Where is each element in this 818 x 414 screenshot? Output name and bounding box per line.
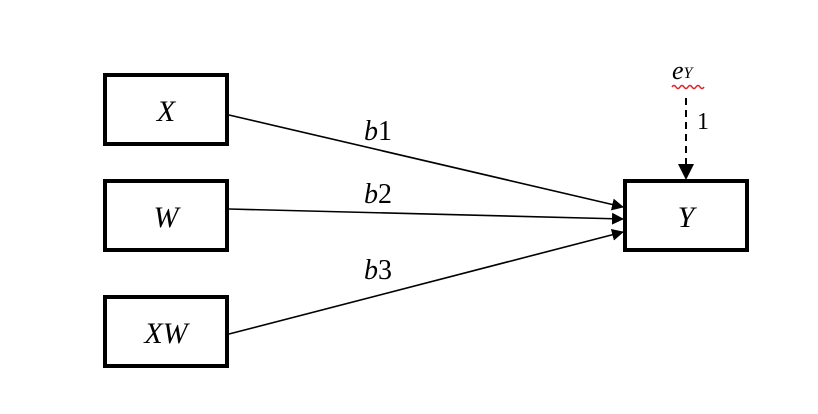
error-term-subscript: Y	[684, 65, 695, 82]
node-x-label: X	[156, 95, 177, 128]
edge-label-b3-num: 3	[378, 255, 392, 286]
edge-label-b2-num: 2	[378, 179, 392, 210]
edge-label-b3-coef: b	[364, 255, 378, 286]
edge-label-b2: b2	[364, 179, 392, 210]
edge-x-to-y	[228, 114, 624, 211]
edge-label-b3: b3	[364, 255, 392, 286]
edge-xw-to-y	[228, 228, 624, 335]
edge-label-b1-coef: b	[364, 116, 378, 147]
spellcheck-underline	[671, 84, 705, 90]
node-xw: XW	[103, 295, 229, 368]
node-x: X	[103, 73, 229, 146]
node-xw-label: XW	[143, 317, 190, 350]
error-path-label: 1	[697, 109, 709, 135]
error-term: eY	[671, 56, 705, 90]
node-w: W	[103, 179, 229, 252]
node-y: Y	[623, 179, 749, 252]
edge-label-b1: b1	[364, 116, 392, 147]
edge-label-b1-num: 1	[378, 116, 392, 147]
node-w-label: W	[154, 201, 182, 234]
node-y-label: Y	[678, 201, 698, 234]
error-term-symbol: eY	[672, 56, 695, 85]
edge-w-to-y	[228, 208, 624, 225]
edge-label-b2-coef: b	[364, 179, 378, 210]
